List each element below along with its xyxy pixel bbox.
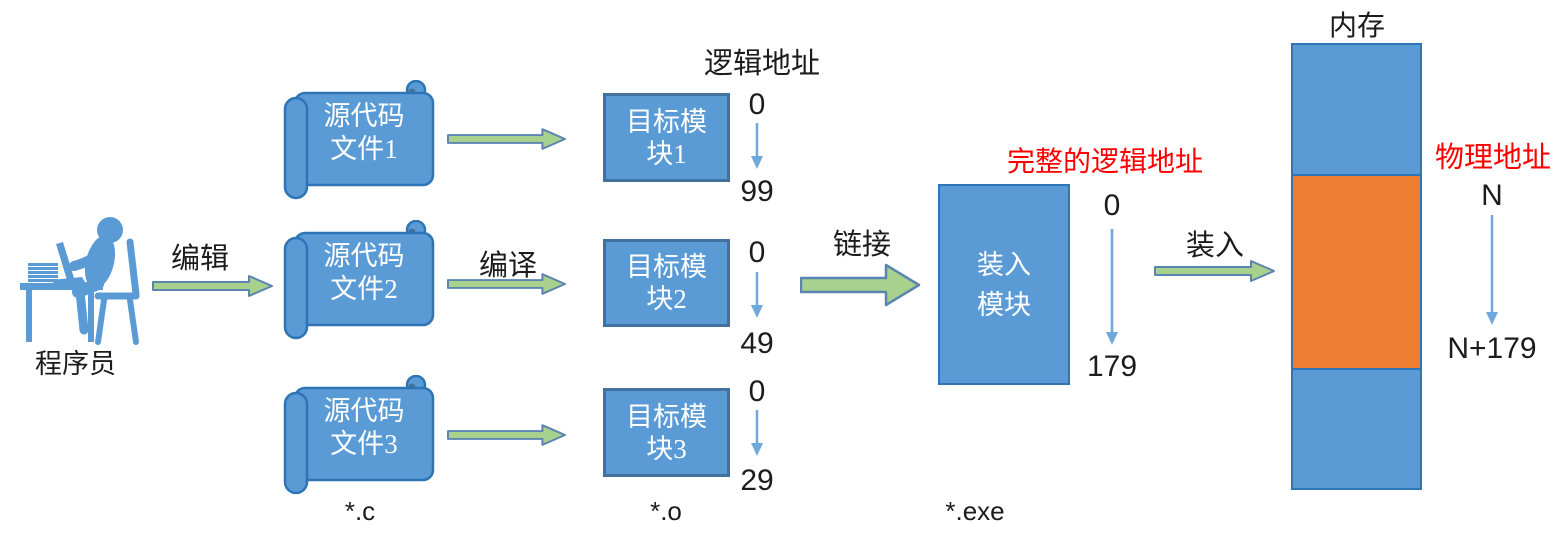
compile-arrow-2-icon bbox=[447, 273, 567, 295]
module-2-end-address: 49 bbox=[740, 327, 774, 360]
compile-arrow-1-icon bbox=[447, 128, 567, 150]
module-1-start-address: 0 bbox=[748, 88, 766, 121]
module-3-start-address: 0 bbox=[748, 375, 766, 408]
source-file-2-scroll bbox=[283, 220, 435, 340]
object-module-3-box: 目标模 块3 bbox=[603, 388, 730, 477]
source-file-2-label: 源代码 文件2 bbox=[323, 241, 405, 304]
memory-column bbox=[1291, 43, 1422, 490]
object-module-2-box: 目标模 块2 bbox=[603, 239, 730, 327]
module-2-address-arrow-icon bbox=[751, 272, 763, 318]
module-2-start-address: 0 bbox=[748, 236, 766, 269]
load-arrow-label: 装入 bbox=[1185, 230, 1244, 262]
link-arrow-label: 链接 bbox=[832, 229, 891, 261]
logical-address-title: 逻辑地址 bbox=[703, 48, 820, 80]
memory-allocated-block bbox=[1291, 174, 1422, 370]
module-1-end-address: 99 bbox=[740, 175, 774, 208]
source-file-1-label: 源代码 文件1 bbox=[323, 101, 405, 164]
source-file-3-label: 源代码 文件3 bbox=[323, 396, 405, 459]
load-arrow-icon bbox=[1154, 260, 1275, 282]
object-ext-label: *.o bbox=[650, 496, 682, 526]
physical-address-title: 物理地址 bbox=[1434, 142, 1551, 174]
complete-logical-address-title: 完整的逻辑地址 bbox=[1006, 147, 1203, 178]
module-3-end-address: 29 bbox=[740, 464, 774, 497]
edit-arrow-icon bbox=[152, 275, 273, 297]
load-module-end-address: 179 bbox=[1086, 350, 1138, 383]
compile-arrow-3-icon bbox=[447, 424, 567, 446]
programmer-label: 程序员 bbox=[35, 349, 116, 379]
source-file-1-scroll bbox=[283, 80, 435, 200]
exe-ext-label: *.exe bbox=[945, 496, 1005, 526]
memory-end-address: N+179 bbox=[1447, 332, 1537, 365]
module-3-address-arrow-icon bbox=[751, 410, 763, 456]
link-arrow-icon bbox=[800, 263, 921, 307]
load-module-box: 装入 模块 bbox=[938, 184, 1070, 385]
source-file-3-scroll bbox=[283, 375, 435, 495]
source-ext-label: *.c bbox=[344, 496, 376, 526]
compile-arrow-label: 编译 bbox=[478, 250, 537, 282]
memory-title: 内存 bbox=[1328, 11, 1385, 42]
load-module-start-address: 0 bbox=[1103, 189, 1121, 222]
memory-start-address: N bbox=[1481, 179, 1503, 212]
module-1-address-arrow-icon bbox=[751, 123, 763, 169]
load-module-address-arrow-icon bbox=[1106, 229, 1118, 345]
memory-address-arrow-icon bbox=[1486, 215, 1498, 325]
programmer-icon bbox=[20, 217, 140, 345]
object-module-1-box: 目标模 块1 bbox=[603, 93, 730, 182]
edit-arrow-label: 编辑 bbox=[170, 243, 229, 275]
